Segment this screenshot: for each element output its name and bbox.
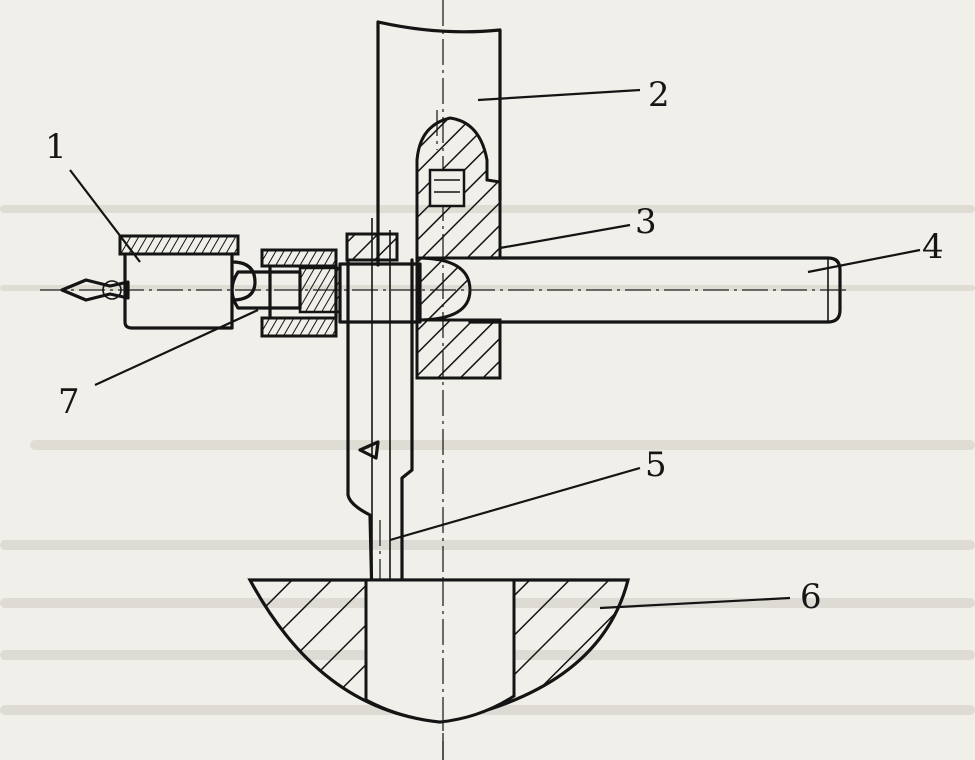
callout-3: 3 [635,202,657,242]
callout-7: 7 [58,382,80,422]
leader-2 [477,88,641,102]
part-3-clamp-block [415,116,502,380]
part-7-adapter [230,248,342,338]
leader-6 [599,596,791,610]
callout-2: 2 [648,75,670,115]
leader-1 [69,169,141,263]
leader-5 [389,466,641,542]
leader-4 [807,248,921,274]
part-1-indicator-head [60,234,257,330]
callout-4: 4 [922,227,944,267]
leader-lines [69,88,921,610]
callout-6: 6 [800,577,822,617]
callout-5: 5 [645,445,667,485]
leader-7 [94,309,259,386]
part-6-base [247,578,631,760]
callout-1: 1 [45,127,67,167]
part-5-lever [338,218,422,614]
leader-3 [499,223,631,250]
